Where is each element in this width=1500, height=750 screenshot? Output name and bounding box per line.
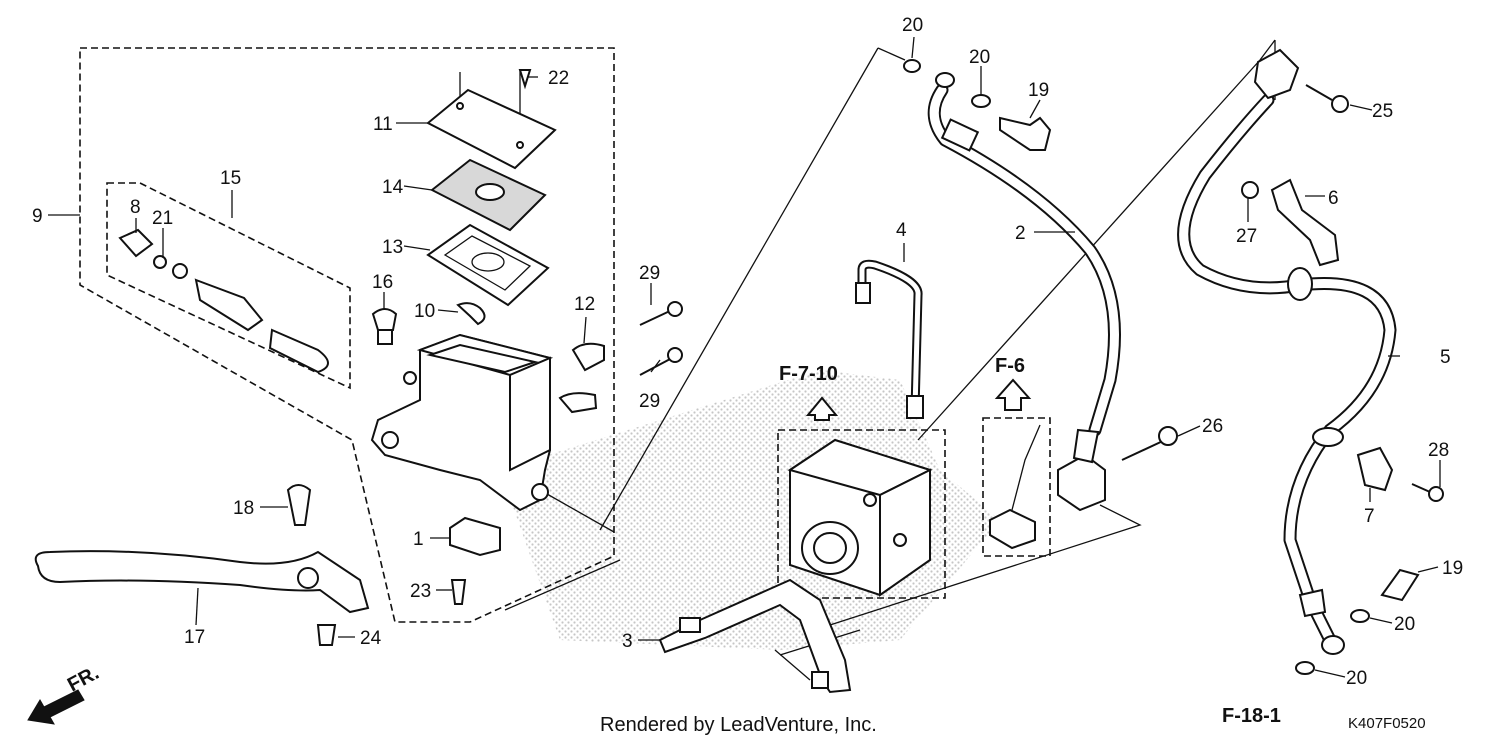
- brake-lever: [34, 550, 370, 614]
- callout-21: 21: [152, 208, 173, 229]
- callout-20: 20: [1346, 668, 1367, 689]
- callout-20: 20: [969, 47, 990, 68]
- upper-brake-hose: [903, 59, 1121, 550]
- right-hardware: [1121, 84, 1444, 675]
- callout-19: 19: [1028, 80, 1049, 101]
- callout-15: 15: [220, 168, 241, 189]
- callout-4: 4: [896, 220, 907, 241]
- callout-29: 29: [639, 263, 660, 284]
- callout-26: 26: [1202, 416, 1223, 437]
- leader-lines: [48, 36, 1441, 678]
- callout-12: 12: [574, 294, 595, 315]
- callout-labels: 1 2 3 4 5 6 7 8 9 10 11 12 13 14 15 16 1…: [32, 15, 1463, 689]
- ref-caliper: F-18-1: [1222, 705, 1281, 727]
- callout-29: 29: [639, 391, 660, 412]
- callout-17: 17: [184, 627, 205, 648]
- callout-16: 16: [372, 272, 393, 293]
- diagram-code: K407F0520: [1348, 715, 1426, 732]
- abs-modulator: [787, 438, 933, 597]
- reservoir-cap: [426, 88, 557, 307]
- callout-6: 6: [1328, 188, 1339, 209]
- abs-bracket: [658, 578, 852, 694]
- callout-13: 13: [382, 237, 403, 258]
- callout-8: 8: [130, 197, 141, 218]
- callout-1: 1: [413, 529, 424, 550]
- lower-brake-hose: [1177, 48, 1397, 655]
- small-parts: [118, 69, 683, 646]
- master-cylinder: [370, 333, 554, 512]
- callout-20: 20: [1394, 614, 1415, 635]
- callout-20: 20: [902, 15, 923, 36]
- reference-arrows: [27, 378, 1032, 725]
- callout-10: 10: [414, 301, 435, 322]
- callout-22: 22: [548, 68, 569, 89]
- callout-18: 18: [233, 498, 254, 519]
- callout-23: 23: [410, 581, 431, 602]
- direction-label: FR.: [64, 662, 103, 697]
- callout-28: 28: [1428, 440, 1449, 461]
- callout-7: 7: [1364, 506, 1375, 527]
- ref-abs: F-7-10: [779, 363, 838, 385]
- brake-pipe: [855, 259, 924, 419]
- callout-11: 11: [373, 114, 393, 135]
- ref-cable: F-6: [995, 355, 1025, 377]
- callout-2: 2: [1015, 223, 1026, 244]
- credit-text: Rendered by LeadVenture, Inc.: [600, 714, 877, 736]
- callout-3: 3: [622, 631, 633, 652]
- callout-24: 24: [360, 628, 382, 649]
- reference-labels: F-7-10 F-6 F-18-1 FR.: [64, 355, 1281, 727]
- callout-9: 9: [32, 206, 43, 227]
- callout-25: 25: [1372, 101, 1393, 122]
- callout-27: 27: [1236, 226, 1257, 247]
- callout-5: 5: [1440, 347, 1451, 368]
- callout-14: 14: [382, 177, 404, 198]
- front-direction-arrow-icon: [27, 689, 85, 725]
- callout-19: 19: [1442, 558, 1463, 579]
